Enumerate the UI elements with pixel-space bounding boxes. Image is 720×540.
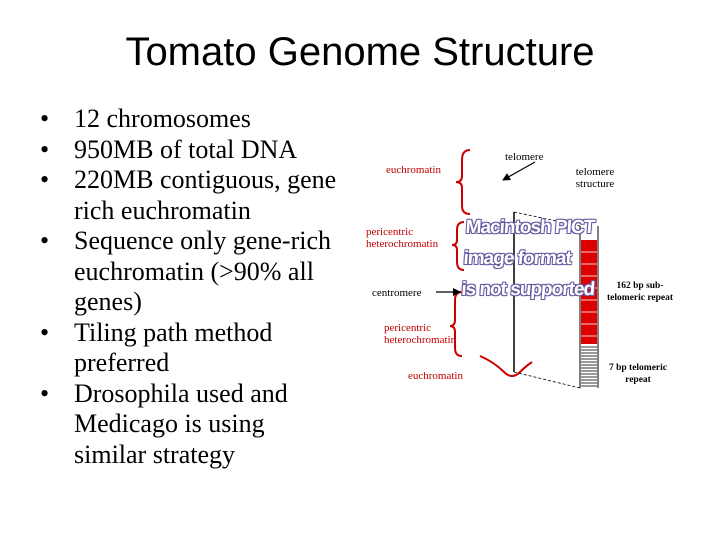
- telomere-label: telomere: [505, 151, 544, 163]
- pericentric-line: pericentric: [384, 322, 432, 334]
- subtelomeric-region: [581, 240, 597, 344]
- pericentric-bottom-bracket: [449, 291, 463, 357]
- bullet-line: euchromatin (>90% all: [74, 256, 314, 286]
- telomere-structure-line: telomere: [575, 166, 615, 178]
- pericentric-line: heterochromatin: [366, 238, 439, 250]
- subtelomeric-stripes: [581, 251, 597, 337]
- euchromatin-top-bracket: [455, 149, 471, 215]
- bullet-line: Drosophila used and: [74, 378, 288, 408]
- bullet-line: preferred: [74, 348, 170, 377]
- pericentric-top-bracket: [451, 221, 465, 271]
- telomere-arrow: [502, 161, 536, 181]
- bullet-line: 950MB of total DNA: [74, 134, 298, 164]
- subtelomeric-line: 162 bp sub-: [616, 281, 664, 291]
- telomeric-repeat-label: 7 bp telomeric repeat: [602, 362, 674, 386]
- placeholder-line: image format: [462, 248, 572, 269]
- telomeric-repeat-stripes: [581, 346, 597, 387]
- zoom-line: [513, 371, 581, 389]
- unsupported-image-placeholder: Macintosh PICT image format is not suppo…: [457, 212, 595, 348]
- bullet-marker: •: [40, 317, 50, 347]
- zoom-line: [513, 211, 581, 227]
- bullet-marker: •: [40, 134, 50, 164]
- bullet-line: genes): [74, 287, 142, 316]
- bullet-line: similar strategy: [74, 439, 236, 469]
- bullet-item: • 950MB of total DNA: [40, 135, 370, 166]
- placeholder-line: is not supported: [460, 279, 595, 300]
- telomeric-line: 7 bp telomeric: [608, 363, 668, 373]
- euchromatin-bottom-label: euchromatin: [408, 370, 463, 382]
- bullet-marker: •: [40, 165, 50, 194]
- bullet-marker: •: [40, 104, 50, 133]
- subtelomeric-line: telomeric repeat: [606, 293, 674, 303]
- centromere-label: centromere: [372, 287, 422, 299]
- bullet-line: Sequence only gene-rich: [74, 226, 332, 255]
- bullet-line: rich euchromatin: [74, 195, 251, 225]
- slide-title: Tomato Genome Structure: [125, 30, 595, 74]
- bullet-line: 12 chromosomes: [74, 104, 251, 133]
- bullet-marker: •: [40, 226, 50, 255]
- bullet-line: Tiling path method: [74, 317, 273, 347]
- telomere-structure-line: structure: [575, 178, 615, 190]
- euchromatin-top-label: euchromatin: [386, 164, 441, 176]
- bullet-line: Medicago is using: [74, 409, 265, 438]
- pericentric-bottom-label: pericentric heterochromatin: [384, 322, 456, 346]
- bullet-line: 220MB contiguous, gene: [74, 165, 337, 194]
- telomere-structure-label: telomere structure: [565, 166, 625, 190]
- subtelomeric-repeat-label: 162 bp sub- telomeric repeat: [598, 280, 682, 304]
- pericentric-line: pericentric: [366, 226, 414, 238]
- bullet-list: • 12 chromosomes • 950MB of total DNA • 220…: [40, 104, 370, 470]
- bullet-marker: •: [40, 378, 50, 408]
- pericentric-top-label: pericentric heterochromatin: [366, 226, 438, 250]
- pericentric-line: heterochromatin: [384, 334, 457, 346]
- bullet-item: • 12 chromosomes: [40, 104, 370, 135]
- telomeric-line: repeat: [625, 375, 651, 385]
- placeholder-line: Macintosh PICT: [464, 217, 595, 238]
- euchromatin-bottom-bracket: [479, 355, 533, 377]
